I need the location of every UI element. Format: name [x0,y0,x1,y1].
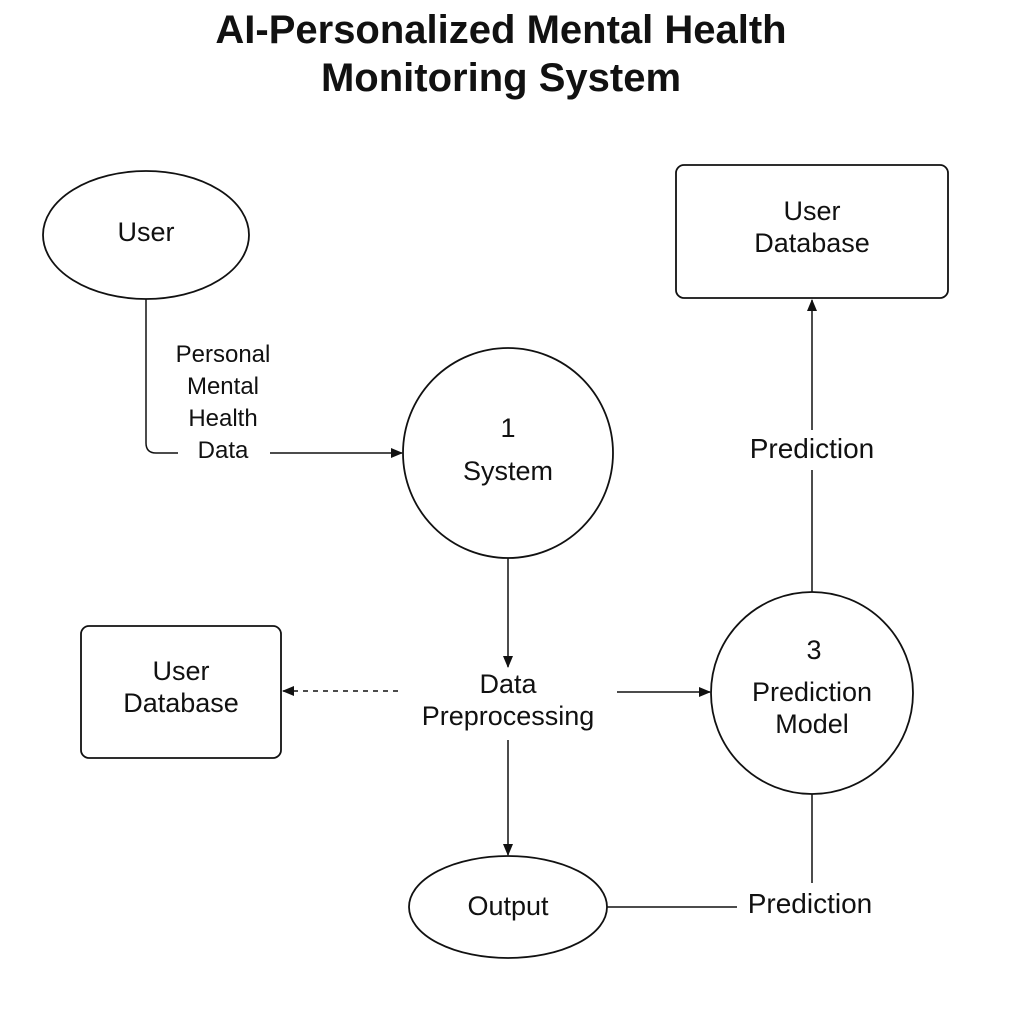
prediction-to-output-flow-label: Prediction [747,888,873,919]
prediction-model-number: 3 [806,635,822,665]
data-preprocessing-label: Data Preprocessing [421,669,595,732]
user-database-left-label: User Database [123,656,239,719]
prediction-to-database-flow-label: Prediction [749,433,875,464]
personal-data-flow-label: Personal Mental Health Data [175,341,271,464]
user-database-top-label: User Database [754,196,870,259]
diagram-title: AI-Personalized Mental Health Monitoring… [215,8,787,100]
system-process-number: 1 [500,413,516,443]
user-entity-label: User [117,217,175,247]
user-database-left-shape[interactable] [80,625,282,759]
system-process-label: System [462,456,554,486]
user-to-data-line [145,299,178,454]
prediction-model-label: Prediction Model [751,677,873,740]
user-database-top-shape[interactable] [675,164,949,299]
output-label: Output [467,891,549,921]
system-process-shape[interactable] [402,347,614,559]
